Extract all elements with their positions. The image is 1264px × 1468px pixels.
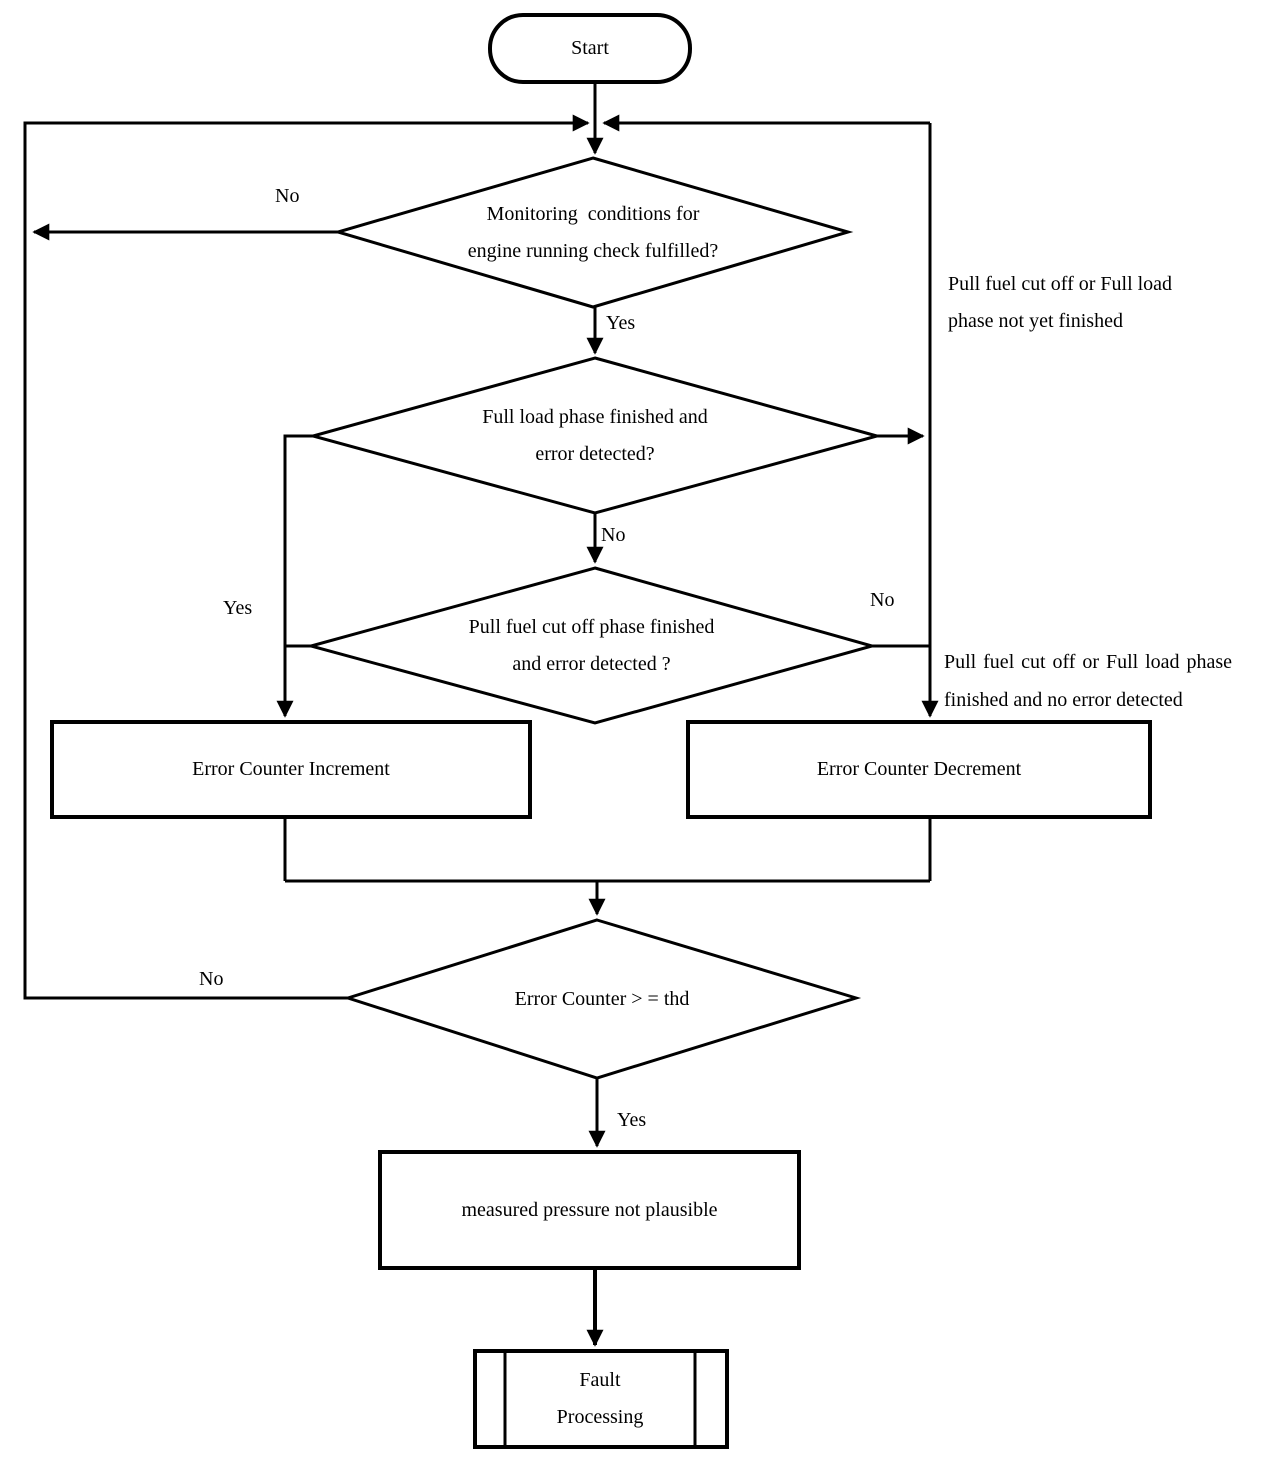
branch-label-full-load-no: No [601,524,626,546]
start-node-label: Start [571,37,609,59]
branch-label-pull-fuel-no: No [870,589,895,611]
decision-threshold-shape [343,918,862,1080]
annotation-no-error-detected: Pull fuel cut off or Full load phase fin… [944,651,1232,711]
branch-label-threshold-no: No [199,968,224,990]
process-increment-shape [50,720,532,819]
process-increment-label: Error Counter Increment [192,758,390,780]
branch-label-threshold-yes: Yes [617,1109,647,1131]
branch-label-full-load-yes: Yes [223,597,253,619]
process-pressure-shape [378,1150,801,1270]
decision-threshold-label: Error Counter > = thd [514,987,690,1010]
decision-monitoring-shape [332,156,854,309]
branch-label-monitoring-no: No [275,185,300,207]
process-decrement-shape [686,720,1152,819]
annotation-phase-not-finished: Pull fuel cut off or Full load phase not… [948,273,1173,332]
decision-full-load-label: Full load phase finished and error detec… [482,405,708,465]
connector-feedback-left-to-junction [23,114,590,1000]
predefined-fault-shape [473,1349,729,1449]
process-decrement-label: Error Counter Decrement [816,758,1022,780]
connector-fullload-yes-to-increment [276,434,313,718]
decision-pull-fuel-shape [305,566,878,725]
decision-monitoring-label: Monitoring conditions for engine running… [467,202,719,262]
start-node-shape [488,13,692,84]
decision-pull-fuel-label: Pull fuel cut off phase finished and err… [468,615,715,675]
process-pressure-label: measured pressure not plausible [461,1198,718,1221]
decision-full-load-shape [307,356,883,515]
branch-label-monitoring-yes: Yes [606,312,636,334]
predefined-fault-label: Fault Processing [556,1369,644,1428]
